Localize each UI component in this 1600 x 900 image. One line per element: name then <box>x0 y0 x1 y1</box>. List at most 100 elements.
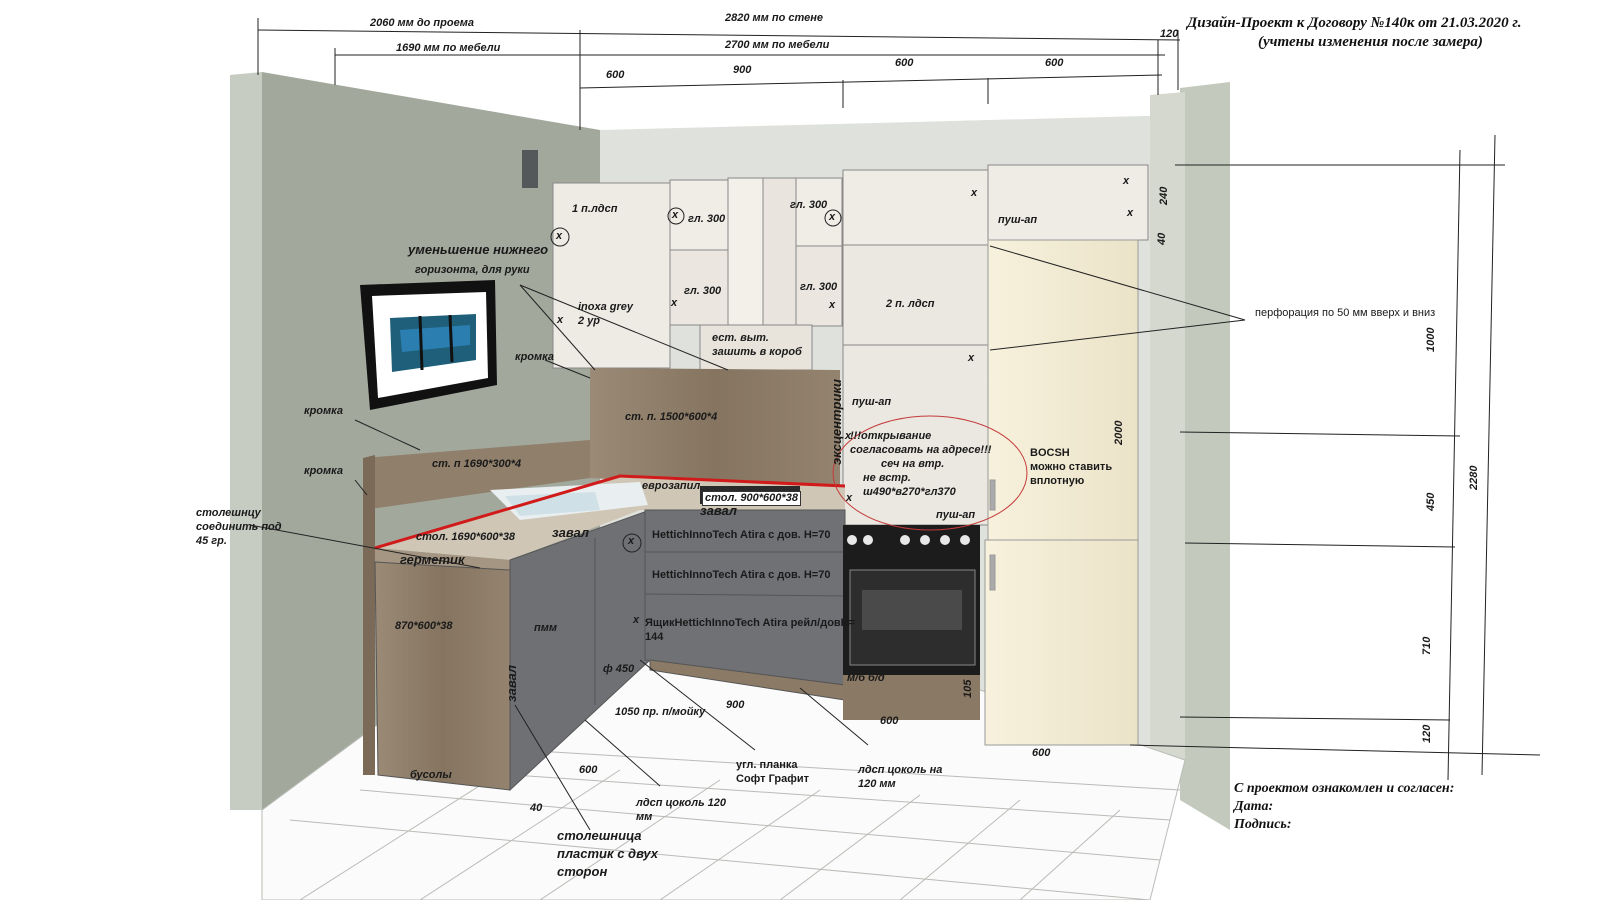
backsplash <box>363 368 840 775</box>
note-join-2: соединить под <box>196 521 282 533</box>
x-mark: x <box>829 211 836 223</box>
note-zaval-b: завал <box>552 525 590 540</box>
dim-450: 450 <box>1425 492 1437 511</box>
note-ugl-planka-1: угл. планка <box>736 759 798 771</box>
note-hettich-2: HettichInnoTech Atira с дов. H=70 <box>652 569 831 581</box>
note-ldsp-cokol-1b: 120 мм <box>858 778 896 790</box>
dim-1000: 1000 <box>1425 327 1437 352</box>
floor-dim-600-mid: 600 <box>880 715 899 727</box>
note-ldsp-cokol-1a: лдсп цоколь на <box>858 764 943 776</box>
note-busoly: бусолы <box>410 769 452 781</box>
note-opening-2: согласовать на адресе!!! <box>850 444 992 456</box>
x-mark: x <box>971 187 978 199</box>
note-size-870: 870*600*38 <box>395 620 453 632</box>
wall-picture <box>360 280 497 410</box>
note-pmm: пмм <box>534 622 557 634</box>
x-mark: x <box>557 314 564 326</box>
dim-120: 120 <box>1421 724 1433 743</box>
x-mark: x <box>672 209 679 221</box>
note-horizon-hand: горизонта, для руки <box>415 264 530 276</box>
note-bosch-3: вплотную <box>1030 475 1085 487</box>
dim-710: 710 <box>1421 636 1433 655</box>
note-est-vyt: ест. выт. <box>712 332 769 344</box>
note-perforation: перфорация по 50 мм вверх и вниз <box>1255 307 1436 319</box>
floor-dim-900: 900 <box>726 699 745 711</box>
dim-40: 40 <box>1156 232 1168 245</box>
note-gl300-b: гл. 300 <box>790 199 828 211</box>
note-kromka-1: кромка <box>515 351 554 363</box>
x-mark: x <box>628 535 635 547</box>
wall-socket <box>522 150 538 188</box>
dim-600-a: 600 <box>606 69 625 81</box>
dim-2280: 2280 <box>1468 465 1480 490</box>
oven <box>843 525 980 720</box>
x-mark: x <box>1127 207 1134 219</box>
note-size-1050: 1050 пр. п/мойку <box>615 706 706 718</box>
note-hettich-3a: ЯщикHettichInnoTech Atira рейл/довH= <box>645 617 856 629</box>
signature-sign: Подпись: <box>1234 817 1292 832</box>
x-mark: x <box>633 614 640 626</box>
note-push-ap-low: пуш-ап <box>936 509 976 521</box>
dim-by-furniture-left: 1690 мм по мебели <box>396 42 501 54</box>
note-2p-ldsp: 2 п. лдсп <box>886 298 935 310</box>
dim-to-opening: 2060 мм до проема <box>370 17 474 29</box>
note-gl300-d: гл. 300 <box>800 281 838 293</box>
note-zaval-c: завал <box>504 664 519 702</box>
note-st-p-1690: ст. п 1690*300*4 <box>432 458 522 470</box>
note-inoxa-grey: inoxa grey <box>578 301 634 313</box>
note-join-1: столешнцу <box>196 507 261 519</box>
note-opening-1: !!!открывание <box>850 430 932 442</box>
dim-105: 105 <box>962 679 974 698</box>
floor-dim-600-right: 600 <box>1032 747 1051 759</box>
signature-date: Дата: <box>1234 799 1274 814</box>
note-gl300-c: гл. 300 <box>684 285 722 297</box>
circle-markers <box>550 207 1028 553</box>
fridge <box>984 239 1139 746</box>
note-reduce-lower: уменьшение нижнего <box>408 242 549 257</box>
note-stol-900: стол. 900*600*38 <box>702 491 801 506</box>
note-ekscentriki: эксцентрики <box>829 379 844 465</box>
x-mark: x <box>671 297 678 309</box>
note-opening-5: ш490*в270*гл370 <box>863 486 956 498</box>
note-push-ap-mid: пуш-ап <box>852 396 892 408</box>
note-opening-3: сеч на втр. <box>881 458 945 470</box>
dim-2000: 2000 <box>1113 420 1125 445</box>
note-ldsp-cokol-2a: лдсп цоколь 120 <box>636 797 727 809</box>
note-1p-ldsp: 1 п.лдсп <box>572 203 618 215</box>
dim-by-furniture-right: 2700 мм по мебели <box>725 39 830 51</box>
note-ugl-planka-2: Софт Графит <box>736 773 810 785</box>
note-gl300-a: гл. 300 <box>688 213 726 225</box>
note-phi450: ф 450 <box>603 663 635 675</box>
note-bosch-2: можно ставить <box>1030 461 1113 473</box>
note-mb-bd: м/б б/д <box>847 672 885 684</box>
project-title: Дизайн-Проект к Договору №140к от 21.03.… <box>1187 15 1522 31</box>
x-mark: x <box>1123 175 1130 187</box>
note-join-3: 45 гр. <box>196 535 227 547</box>
note-st-p-1500: ст. п. 1500*600*4 <box>625 411 718 423</box>
note-germetik: герметик <box>400 552 465 567</box>
leader-lines <box>249 245 1246 831</box>
upper-cabinets <box>552 164 1149 526</box>
note-hettich-1: HettichInnoTech Atira с дов. H=70 <box>652 529 831 541</box>
note-countertop-1: столешница <box>557 828 642 843</box>
x-mark: x <box>845 430 852 442</box>
note-evrozapil: еврозапил <box>642 480 701 492</box>
dim-by-wall: 2820 мм по стене <box>725 12 823 24</box>
project-subtitle: (учтены изменения после замера) <box>1258 34 1483 50</box>
dim-900: 900 <box>733 64 752 76</box>
signature-agree: С проектом ознакомлен и согласен: <box>1234 781 1455 796</box>
note-push-ap-top: пуш-ап <box>998 214 1038 226</box>
note-bosch-1: BOCSH <box>1030 447 1070 459</box>
dim-600-c: 600 <box>1045 57 1064 69</box>
note-opening-4: не встр. <box>863 472 911 484</box>
note-kromka-2: кромка <box>304 405 343 417</box>
note-countertop-2: пластик с двух <box>557 846 659 861</box>
dim-600-b: 600 <box>895 57 914 69</box>
note-zaval-a: завал <box>700 503 738 518</box>
dim-240: 240 <box>1158 186 1170 205</box>
note-zashit: зашить в короб <box>712 346 802 358</box>
note-countertop-3: сторон <box>557 864 608 879</box>
floor-dim-600-left: 600 <box>579 764 598 776</box>
floor-dim-40: 40 <box>530 802 543 814</box>
